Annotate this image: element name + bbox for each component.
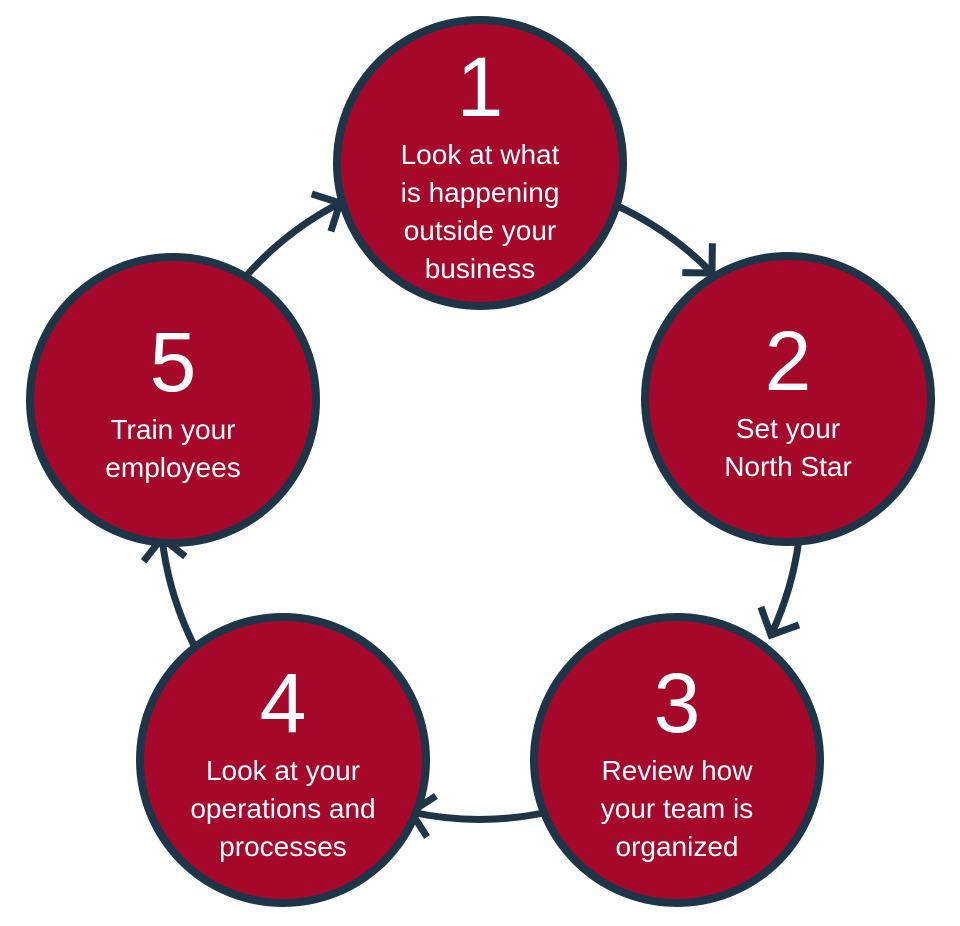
arrow-step4-to-step5-icon [140,533,202,655]
arrow-step3-to-step4-icon [406,792,549,839]
arrow-step1-to-step2-icon [609,199,716,277]
step-circle-3 [530,613,824,907]
arrow-step2-to-step3-icon [757,538,803,640]
step-circle-2 [641,252,935,546]
step-circle-1 [333,16,627,310]
arrow-step5-to-step1-icon [238,190,345,285]
step-circle-4 [136,613,430,907]
step-circle-5 [26,253,320,547]
